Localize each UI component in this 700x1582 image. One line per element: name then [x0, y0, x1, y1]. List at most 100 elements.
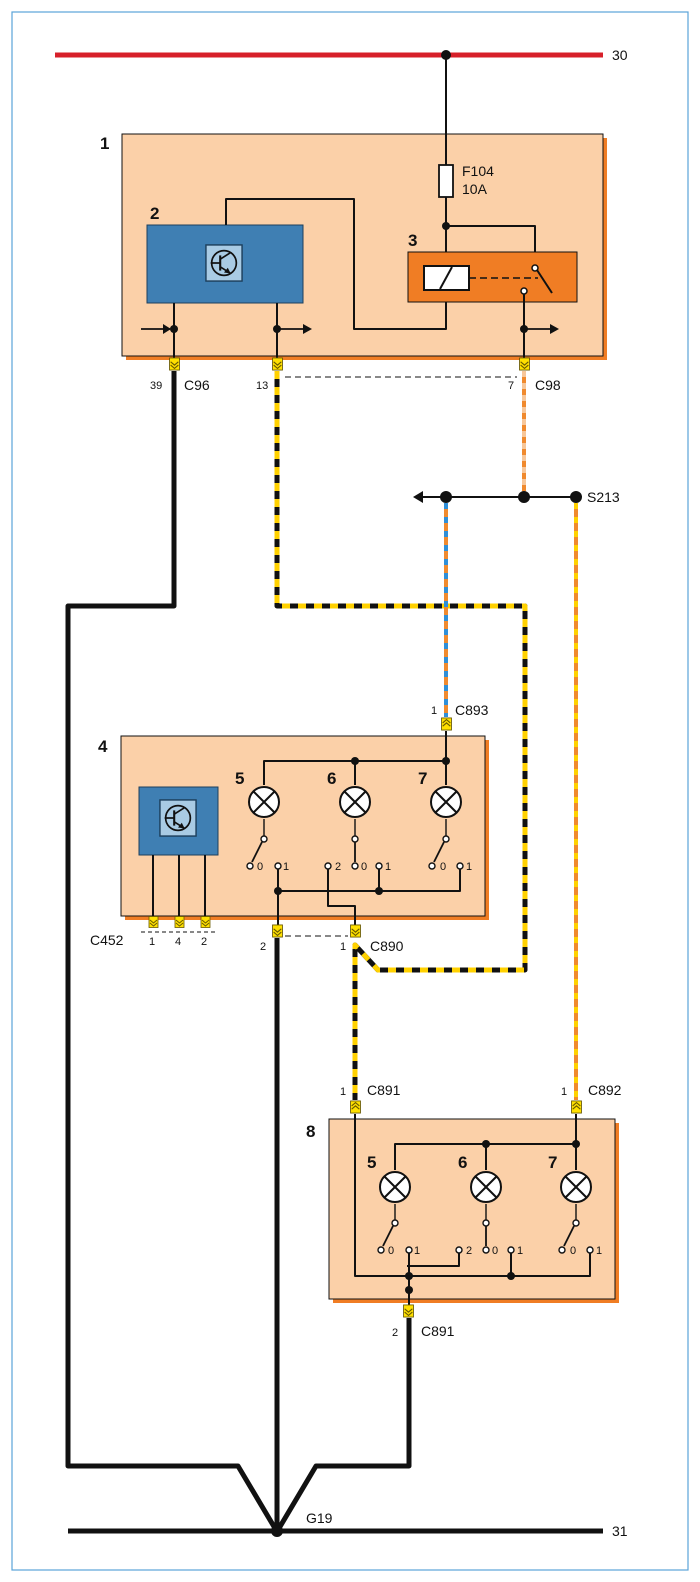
unit-8-box [328, 1118, 616, 1300]
pin-c452-4: 4 [175, 936, 181, 948]
relay-contact-blade [536, 269, 553, 294]
pos-1-lamp-7-unit-4: 1 [466, 861, 472, 873]
connector-c891-top [350, 1100, 361, 1114]
pos-2-lamp-6-unit-4: 2 [335, 861, 341, 873]
label-c891-bottom: C891 [421, 1323, 455, 1339]
label-c891-top: C891 [367, 1082, 401, 1098]
label-module-2: 2 [150, 204, 159, 223]
label-lamp-7-unit-4: 7 [418, 769, 427, 788]
connector-c452-4 [174, 916, 185, 928]
unit-8-junction-c892 [572, 1140, 580, 1148]
connector-c452-1 [148, 916, 159, 928]
label-lamp-5-unit-4: 5 [235, 769, 244, 788]
label-c452: C452 [90, 932, 124, 948]
lamp-5-unit-8 [379, 1171, 411, 1203]
label-module-1: 1 [100, 134, 109, 153]
splice-junction-s213 [570, 491, 582, 503]
transistor-icon-module-2 [205, 244, 243, 282]
switch-lamp-7-unit-4 [428, 819, 464, 870]
label-c98: C98 [535, 377, 561, 393]
splice-junction-left [440, 491, 452, 503]
label-s213: S213 [587, 489, 620, 505]
pos-0-lamp-7-unit-8: 0 [570, 1245, 576, 1257]
unit-8-ground-bus [408, 1253, 591, 1277]
connector-c890-pin2 [272, 924, 283, 938]
module-1-box [121, 133, 604, 357]
wire-module2-to-relay [225, 198, 447, 330]
lamp-7-unit-8 [560, 1171, 592, 1203]
unit-8-feed-from-c891 [354, 1114, 407, 1277]
label-lamp-6-unit-4: 6 [327, 769, 336, 788]
pos-0-lamp-7-unit-4: 0 [440, 861, 446, 873]
label-lamp-6-unit-8: 6 [458, 1153, 467, 1172]
arrowhead-in-left [163, 324, 171, 334]
fuse-rating: 10A [462, 181, 488, 197]
lamp-7-unit-4 [430, 786, 462, 818]
rail-label-bottom: 31 [612, 1523, 628, 1539]
unit-4-junction-c893 [442, 757, 450, 765]
label-relay-3: 3 [408, 231, 417, 250]
junction-m2-left [170, 325, 178, 333]
fuse-name: F104 [462, 163, 494, 179]
pin-c96-39: 39 [150, 380, 162, 392]
lamp-5-unit-4 [248, 786, 280, 818]
connector-c98-pin7 [519, 357, 530, 371]
connector-c452-2 [200, 916, 211, 928]
connector-c891-bottom [403, 1304, 414, 1318]
unit-8-pos2-out [407, 1253, 460, 1267]
unit-8-junction-b [507, 1272, 515, 1280]
relay-contact-bottom [520, 287, 528, 295]
label-c96: C96 [184, 377, 210, 393]
pin-c452-1: 1 [149, 936, 155, 948]
pos-2-lamp-6-unit-8: 2 [466, 1245, 472, 1257]
connector-c892 [571, 1100, 582, 1114]
connector-c96-pin39 [169, 357, 180, 371]
label-lamp-5-unit-8: 5 [367, 1153, 376, 1172]
diagram-frame [11, 11, 689, 1571]
label-c892: C892 [588, 1082, 622, 1098]
wire-black-unit-8-ground [275, 1318, 412, 1532]
pin-c890-1: 1 [340, 941, 346, 953]
label-unit-8: 8 [306, 1122, 315, 1141]
pos-1-lamp-7-unit-8: 1 [596, 1245, 602, 1257]
splice-arrowhead [413, 491, 423, 503]
connector-c890-pin1 [350, 924, 361, 938]
pos-1-lamp-6-unit-8: 1 [517, 1245, 523, 1257]
arrowhead-out-right [550, 324, 559, 334]
lamp-6-unit-4 [339, 786, 371, 818]
wire-black-yellow-pin13-stripe [274, 371, 528, 1100]
relay-contact-top [531, 264, 539, 272]
pin-c891-top: 1 [340, 1086, 346, 1098]
label-g19: G19 [306, 1510, 333, 1526]
splice-junction-mid [518, 491, 530, 503]
pin-c98-7: 7 [508, 380, 514, 392]
wire-black-c96-ground [65, 371, 279, 1532]
pos-1-lamp-5-unit-4: 1 [283, 861, 289, 873]
label-c890: C890 [370, 938, 404, 954]
pos-1-lamp-6-unit-4: 1 [385, 861, 391, 873]
pin-c890-2: 2 [260, 941, 266, 953]
unit-8-junction-lamp6 [482, 1140, 490, 1148]
unit-4-ground-bus [277, 869, 461, 892]
pin-c891-bottom: 2 [392, 1327, 398, 1339]
ground-junction-g19 [271, 1525, 283, 1537]
label-lamp-7-unit-8: 7 [548, 1153, 557, 1172]
pos-0-lamp-5-unit-8: 0 [388, 1245, 394, 1257]
connector-c96-pin13 [272, 357, 283, 371]
pos-1-lamp-5-unit-8: 1 [414, 1245, 420, 1257]
pin-c892: 1 [561, 1086, 567, 1098]
connector-c893 [441, 717, 452, 731]
pos-0-lamp-5-unit-4: 0 [257, 861, 263, 873]
pin-c452-2: 2 [201, 936, 207, 948]
label-c893: C893 [455, 702, 489, 718]
rail-label-top: 30 [612, 47, 628, 63]
pos-0-lamp-6-unit-8: 0 [492, 1245, 498, 1257]
pin-c96-13: 13 [256, 380, 268, 392]
arrowhead-out-middle [303, 324, 312, 334]
unit-4-junction-lamp6 [351, 757, 359, 765]
label-unit-4: 4 [98, 737, 108, 756]
transistor-icon-unit-4 [159, 799, 197, 837]
switch-lamp-7-unit-8 [558, 1204, 594, 1254]
pos-0-lamp-6-unit-4: 0 [361, 861, 367, 873]
